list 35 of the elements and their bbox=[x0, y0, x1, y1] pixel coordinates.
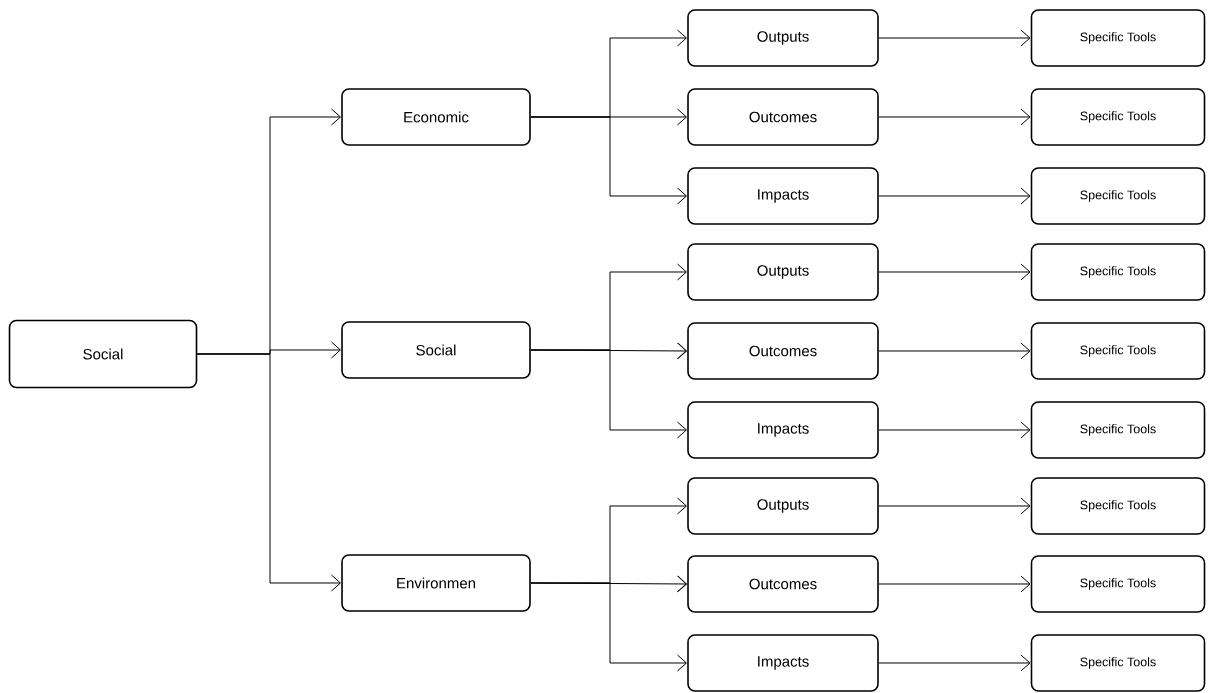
result-box: Outcomes bbox=[687, 322, 879, 380]
arrow bbox=[878, 342, 1031, 360]
result-box: Impacts bbox=[687, 401, 879, 459]
category-box: Social bbox=[8, 319, 198, 389]
arrow bbox=[530, 116, 687, 205]
arrow bbox=[878, 187, 1031, 205]
arrow bbox=[878, 29, 1031, 47]
tool-box: Specific Tools bbox=[1030, 555, 1206, 613]
tool-box: Specific Tools bbox=[1030, 243, 1206, 301]
tool-box: Specific Tools bbox=[1030, 322, 1206, 380]
result-box: Outputs bbox=[687, 9, 879, 67]
tool-box: Specific Tools bbox=[1030, 9, 1206, 67]
result-box: Impacts bbox=[687, 167, 879, 225]
arrow bbox=[878, 108, 1031, 126]
tool-box: Specific Tools bbox=[1030, 401, 1206, 459]
arrow bbox=[878, 421, 1031, 439]
result-box: Outcomes bbox=[687, 88, 879, 146]
result-box: Impacts bbox=[687, 634, 879, 692]
category-box: Economic bbox=[341, 88, 531, 146]
category-box: Social bbox=[341, 321, 531, 379]
result-box: Outputs bbox=[687, 477, 879, 535]
tool-box: Specific Tools bbox=[1030, 477, 1206, 535]
arrow bbox=[530, 349, 687, 439]
result-box: Outcomes bbox=[687, 555, 879, 613]
arrow bbox=[530, 582, 687, 672]
category-box: Environmen bbox=[341, 554, 531, 612]
tool-box: Specific Tools bbox=[1030, 634, 1206, 692]
arrow bbox=[878, 263, 1031, 281]
arrow bbox=[878, 497, 1031, 515]
arrow bbox=[196, 353, 341, 592]
tool-box: Specific Tools bbox=[1030, 88, 1206, 146]
arrow bbox=[878, 575, 1031, 593]
result-box: Outputs bbox=[687, 243, 879, 301]
tool-box: Specific Tools bbox=[1030, 167, 1206, 225]
arrow bbox=[878, 654, 1031, 672]
